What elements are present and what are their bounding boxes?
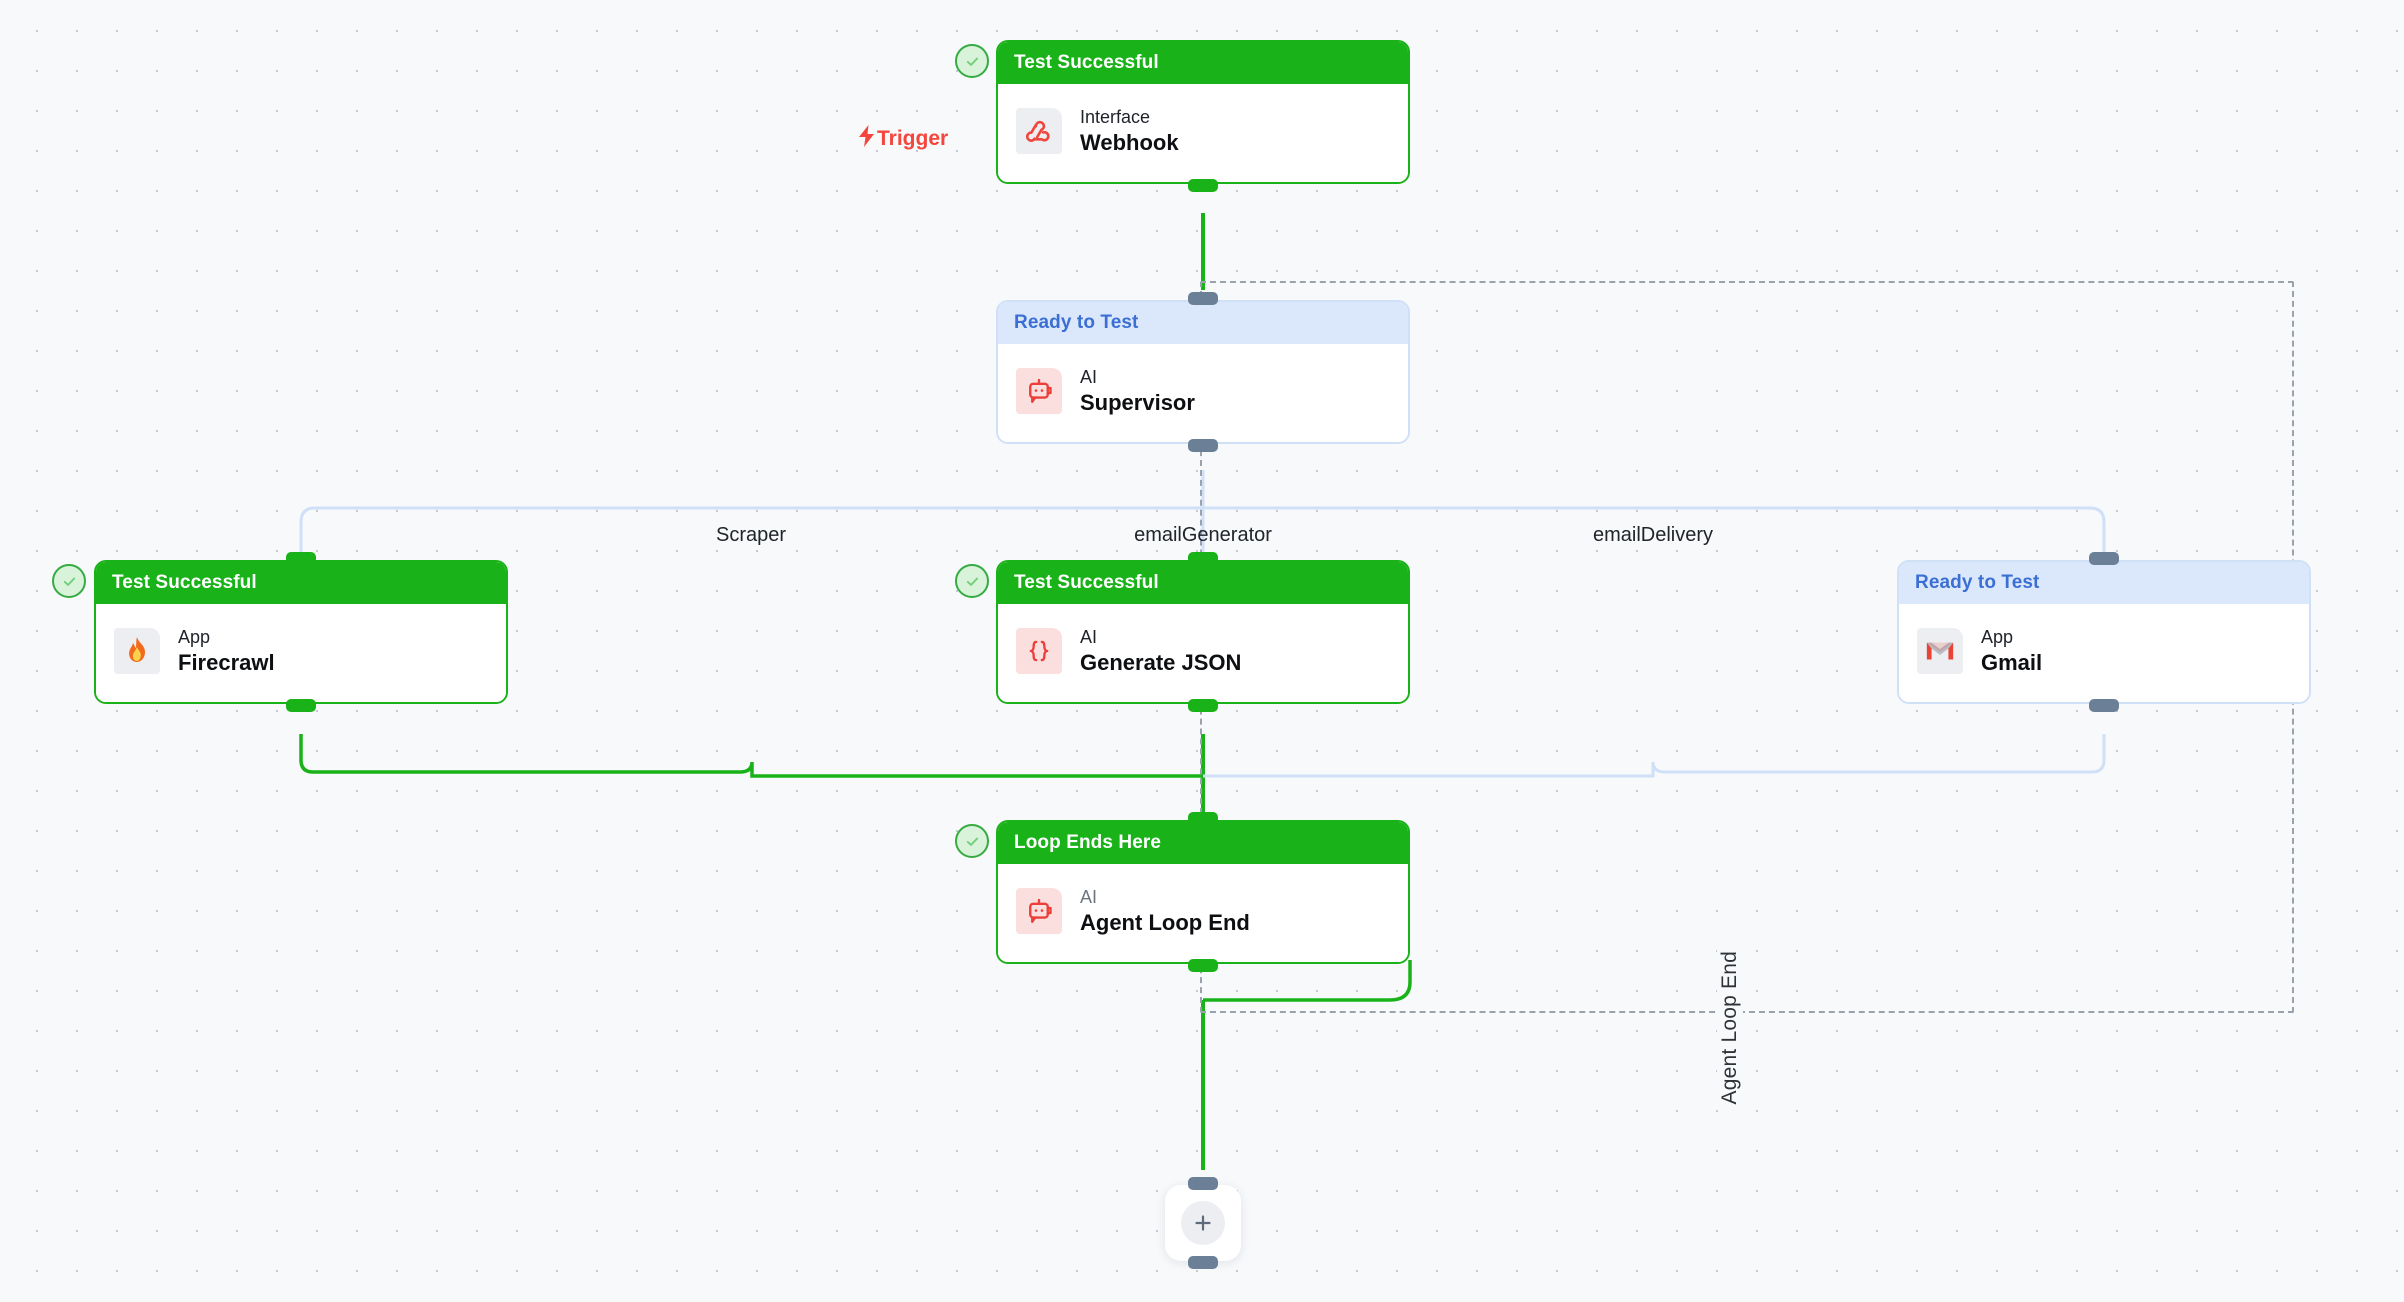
target-handle[interactable] bbox=[1188, 1177, 1218, 1190]
node-firecrawl[interactable]: Test Successful App Firecrawl bbox=[94, 552, 508, 712]
node-title: Supervisor bbox=[1080, 390, 1195, 416]
node-status-header: Test Successful bbox=[96, 562, 506, 604]
node-kind-label: AI bbox=[1080, 886, 1098, 907]
gmail-icon bbox=[1917, 628, 1963, 674]
target-handle[interactable] bbox=[286, 552, 316, 565]
node-agent-loop-end[interactable]: Loop Ends Here AI Agent Loop End bbox=[996, 812, 1410, 972]
add-node-button[interactable] bbox=[1165, 1177, 1241, 1269]
node-status-header: Ready to Test bbox=[998, 302, 1408, 344]
status-label: Ready to Test bbox=[1915, 572, 2040, 593]
node-status-header: Test Successful bbox=[998, 562, 1408, 604]
node-supervisor[interactable]: Ready to Test AI Supervisor bbox=[996, 292, 1410, 452]
node-kind-label: App bbox=[1981, 626, 2014, 647]
target-handle[interactable] bbox=[1188, 292, 1218, 305]
status-label: Loop Ends Here bbox=[1014, 832, 1162, 853]
node-title: Agent Loop End bbox=[1080, 910, 1250, 936]
source-handle[interactable] bbox=[1188, 179, 1218, 192]
ai-robot-icon bbox=[1016, 368, 1062, 414]
status-check-badge-agent-loop-end bbox=[955, 824, 989, 858]
node-kind-label: AI bbox=[1080, 626, 1098, 647]
status-label: Test Successful bbox=[1014, 572, 1159, 593]
node-generate-json[interactable]: Test Successful AI Generate JSON bbox=[996, 552, 1410, 712]
webhook-icon bbox=[1016, 108, 1062, 154]
node-title: Webhook bbox=[1080, 130, 1179, 156]
target-handle[interactable] bbox=[2089, 552, 2119, 565]
node-status-header: Loop Ends Here bbox=[998, 822, 1408, 864]
status-label: Test Successful bbox=[1014, 52, 1159, 73]
target-handle[interactable] bbox=[1188, 812, 1218, 825]
target-handle[interactable] bbox=[1188, 552, 1218, 565]
node-gmail[interactable]: Ready to Test App Gmail bbox=[1897, 552, 2311, 712]
source-handle[interactable] bbox=[286, 699, 316, 712]
agent-loop-label: Agent Loop End bbox=[1717, 945, 1743, 1111]
edge-label-emaildelivery: emailDelivery bbox=[1592, 524, 1714, 546]
lightning-bolt-icon bbox=[858, 125, 877, 153]
node-kind-label: Interface bbox=[1080, 106, 1151, 127]
edge-label-emailgenerator: emailGenerator bbox=[1134, 524, 1272, 546]
status-label: Test Successful bbox=[112, 572, 257, 593]
source-handle[interactable] bbox=[1188, 439, 1218, 452]
firecrawl-flame-icon bbox=[114, 628, 160, 674]
plus-icon bbox=[1181, 1201, 1225, 1245]
edge-firecrawl-return-2 bbox=[739, 761, 1203, 778]
curly-braces-icon bbox=[1016, 628, 1062, 674]
node-status-header: Test Successful bbox=[998, 42, 1408, 84]
ai-robot-icon bbox=[1016, 888, 1062, 934]
trigger-label: Trigger bbox=[877, 127, 949, 150]
status-check-badge-generate-json bbox=[955, 564, 989, 598]
node-title: Firecrawl bbox=[178, 650, 275, 676]
node-kind-label: AI bbox=[1080, 366, 1098, 387]
status-label: Ready to Test bbox=[1014, 312, 1139, 333]
status-check-badge-webhook bbox=[955, 44, 989, 78]
node-kind-label: App bbox=[178, 626, 211, 647]
source-handle[interactable] bbox=[1188, 959, 1218, 972]
node-status-header: Ready to Test bbox=[1899, 562, 2309, 604]
source-handle[interactable] bbox=[1188, 1256, 1218, 1269]
trigger-badge: Trigger bbox=[858, 125, 948, 153]
node-title: Gmail bbox=[1981, 650, 2043, 676]
edge-label-scraper: Scraper bbox=[715, 524, 787, 546]
node-webhook[interactable]: Test Successful Interface Webhook bbox=[996, 40, 1410, 192]
node-title: Generate JSON bbox=[1080, 650, 1242, 676]
edge-firecrawl-return bbox=[299, 734, 740, 774]
status-check-badge-firecrawl bbox=[52, 564, 86, 598]
source-handle[interactable] bbox=[1188, 699, 1218, 712]
source-handle[interactable] bbox=[2089, 699, 2119, 712]
